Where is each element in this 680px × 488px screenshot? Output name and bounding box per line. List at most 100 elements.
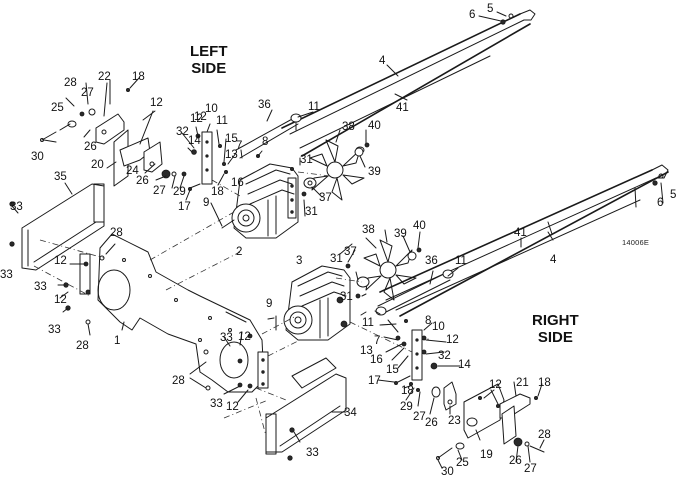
control-rod-left	[281, 9, 536, 157]
callout-35: 35	[54, 171, 67, 183]
callout-5: 5	[487, 3, 494, 15]
callout-11: 11	[455, 255, 467, 267]
callout-28: 28	[538, 429, 551, 441]
callout-11: 11	[308, 101, 320, 113]
callout-9: 9	[203, 197, 210, 209]
callout-30: 30	[31, 151, 44, 163]
callout-38: 38	[342, 121, 355, 133]
alignment-lines	[33, 171, 413, 437]
nut-40-left	[364, 142, 370, 148]
callout-33: 33	[210, 398, 223, 410]
callout-32: 32	[176, 126, 189, 138]
callout-33: 33	[34, 281, 47, 293]
callout-9: 9	[266, 298, 273, 310]
callout-26: 26	[509, 455, 522, 467]
callout-26: 26	[136, 175, 149, 187]
callout-36: 36	[258, 99, 271, 111]
callout-28: 28	[76, 340, 89, 352]
callout-39: 39	[368, 166, 381, 178]
bracket-assembly-left	[40, 88, 187, 187]
callout-20: 20	[91, 159, 104, 171]
hydro-transmission-3	[283, 265, 351, 341]
callout-12: 12	[226, 401, 239, 413]
callout-14: 14	[458, 359, 471, 371]
callout-31: 31	[330, 253, 343, 265]
callout-4: 4	[379, 55, 386, 67]
left-side-heading-line1: LEFT	[190, 43, 228, 60]
callout-34: 34	[344, 407, 357, 419]
pulley-37-left	[303, 177, 317, 189]
callout-26: 26	[425, 417, 438, 429]
callout-21: 21	[516, 377, 529, 389]
callout-28: 28	[110, 227, 123, 239]
callout-23: 23	[448, 415, 461, 427]
callout-16: 16	[370, 354, 383, 366]
callout-24: 24	[126, 165, 139, 177]
callout-38: 38	[362, 224, 375, 236]
leader-lines	[11, 11, 664, 469]
right-side-heading-line1: RIGHT	[532, 312, 579, 329]
callout-12: 12	[190, 113, 203, 125]
callout-27: 27	[153, 185, 166, 197]
callout-14: 14	[188, 135, 201, 147]
callout-7: 7	[236, 140, 243, 152]
callout-37: 37	[319, 192, 332, 204]
callout-41: 41	[396, 102, 409, 114]
callout-39: 39	[394, 228, 407, 240]
mount-plate-10-right	[393, 318, 441, 398]
control-rod-right	[379, 164, 669, 317]
callout-8: 8	[425, 315, 432, 327]
side-panel-35	[21, 183, 105, 271]
callout-32: 32	[438, 350, 451, 362]
callout-30: 30	[441, 466, 454, 478]
callout-13: 13	[360, 345, 373, 357]
callout-18: 18	[401, 385, 414, 397]
callout-12: 12	[489, 379, 502, 391]
right-side-heading-line2: SIDE	[537, 329, 573, 346]
callout-12: 12	[150, 97, 163, 109]
callout-8: 8	[262, 136, 269, 148]
callout-40: 40	[413, 220, 426, 232]
bracket-assembly-right	[436, 381, 545, 460]
callout-31: 31	[340, 291, 353, 303]
callout-29: 29	[173, 186, 186, 198]
callout-27: 27	[524, 463, 537, 475]
callout-25: 25	[456, 457, 469, 469]
callout-5: 5	[670, 189, 677, 201]
callout-12: 12	[446, 334, 459, 346]
callout-17: 17	[178, 201, 191, 213]
callout-40: 40	[368, 120, 381, 132]
side-panel-34	[265, 357, 347, 455]
callout-33: 33	[306, 447, 319, 459]
callout-18: 18	[211, 186, 224, 198]
callout-3: 3	[296, 255, 303, 267]
rod-36-left	[235, 113, 302, 159]
callout-31: 31	[300, 154, 313, 166]
callout-12: 12	[194, 111, 207, 123]
callout-13: 13	[225, 149, 238, 161]
callout-2: 2	[236, 246, 243, 258]
rod-36-right	[375, 269, 454, 316]
callout-12: 12	[238, 331, 251, 343]
callout-33: 33	[10, 201, 23, 213]
callout-1: 1	[114, 335, 121, 347]
callout-16: 16	[231, 177, 244, 189]
callout-26: 26	[84, 141, 97, 153]
callout-4: 4	[550, 254, 557, 266]
callout-17: 17	[368, 375, 381, 387]
callout-29: 29	[400, 401, 413, 413]
figure-code: 14006E	[622, 238, 650, 247]
washer-39-left	[354, 147, 364, 157]
right-side-heading: RIGHT SIDE	[532, 312, 579, 346]
callout-28: 28	[64, 77, 77, 89]
callout-10: 10	[432, 321, 445, 333]
callout-10: 10	[205, 103, 218, 115]
callout-36: 36	[425, 255, 438, 267]
callout-27: 27	[81, 87, 94, 99]
hydro-transmission-2	[231, 163, 299, 239]
callout-12: 12	[54, 294, 67, 306]
left-side-heading-line2: SIDE	[191, 60, 227, 77]
callout-27: 27	[413, 411, 426, 423]
loose-fasteners	[9, 201, 361, 461]
